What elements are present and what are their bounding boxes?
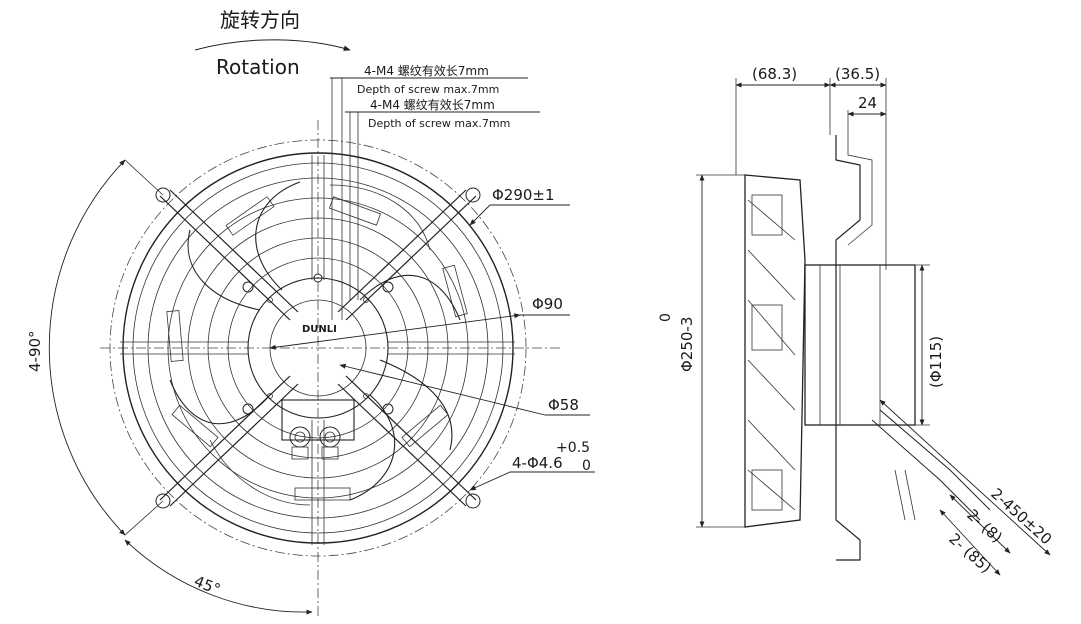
dim-phi58: Φ58 bbox=[548, 396, 579, 414]
mounting-pitch-circle bbox=[109, 139, 527, 557]
dim-angle-45: 45° bbox=[192, 572, 223, 599]
cable-lead-2 bbox=[871, 419, 981, 521]
cable-glands bbox=[281, 399, 355, 460]
screw-callout-en-2: Depth of screw max.7mm bbox=[368, 117, 510, 130]
dim-24: 24 bbox=[858, 94, 877, 112]
tol-plus: +0.5 bbox=[556, 440, 590, 456]
rotation-arrow bbox=[194, 39, 351, 51]
dim-angle-4x90: 4-90° bbox=[26, 330, 44, 372]
impeller-profile bbox=[744, 174, 806, 528]
brand-logo-text: DUNLI bbox=[302, 324, 337, 335]
guard-frame bbox=[835, 135, 861, 561]
front-view: DUNLI 旋转方向 Rotation 4-M4 螺纹有效长7mm Depth … bbox=[26, 8, 595, 618]
motor-body bbox=[804, 264, 916, 426]
fan-blades bbox=[169, 181, 461, 506]
blade-ribs bbox=[166, 196, 468, 501]
rotation-label-en: Rotation bbox=[216, 55, 300, 79]
tol-zero: 0 bbox=[582, 458, 591, 474]
screw-callout-cn-2: 4-M4 螺纹有效长7mm bbox=[370, 97, 495, 112]
angle-arc-45 bbox=[124, 539, 313, 615]
dim-phi90: Φ90 bbox=[532, 295, 563, 313]
dim-hole-spec: 4-Φ4.6 bbox=[512, 454, 563, 472]
mounting-holes bbox=[155, 187, 481, 509]
rotation-label-cn: 旋转方向 bbox=[220, 8, 300, 32]
screw-callout-cn-1: 4-M4 螺纹有效长7mm bbox=[364, 63, 489, 78]
dim-phi250: Φ250-3 bbox=[678, 317, 696, 372]
angle-arc-90 bbox=[48, 159, 126, 536]
dim-phi250-tol: 0 bbox=[658, 313, 674, 322]
dim-68: (68.3) bbox=[752, 65, 797, 83]
dim-phi290: Φ290±1 bbox=[492, 186, 555, 204]
dim-36: (36.5) bbox=[835, 65, 880, 83]
side-view: (68.3) (36.5) 24 Φ250-3 0 (Φ115) bbox=[658, 65, 1055, 577]
screw-callout-en-1: Depth of screw max.7mm bbox=[357, 83, 499, 96]
dim-phi115: (Φ115) bbox=[927, 336, 945, 388]
